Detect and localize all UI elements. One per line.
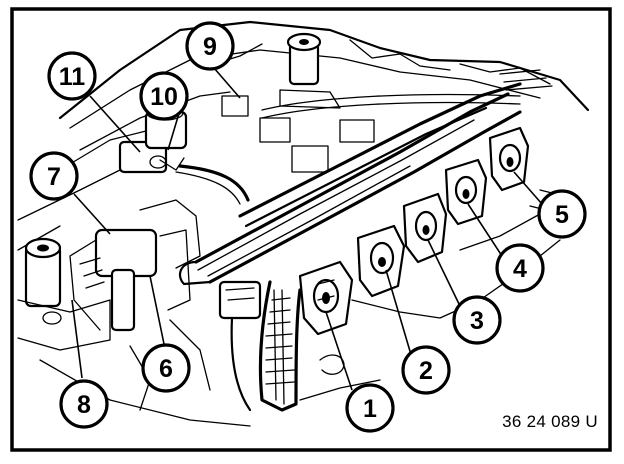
connector-3-drawing [402,192,448,264]
left-solenoid-group [69,199,201,332]
valve-body-drawing [17,20,590,427]
callout-1-label: 1 [363,395,377,423]
bolt-left [17,237,111,351]
connector-5-drawing [488,126,530,192]
callout-1: 1 [345,383,395,433]
callout-11-label: 11 [59,63,86,91]
callout-7-label: 7 [47,163,61,191]
callout-9-label: 9 [203,33,217,61]
callout-6-label: 6 [159,355,173,383]
figure-frame [10,7,612,452]
connector-4-drawing [444,158,488,226]
callout-4-label: 4 [513,255,527,283]
callout-11: 11 [47,51,97,101]
leader-lines [71,67,543,391]
callout-8: 8 [59,379,109,429]
callout-10-label: 10 [150,83,178,111]
callout-2-label: 2 [419,357,433,385]
figure-reference-code: 36 24 089 U [502,412,598,431]
callout-7: 7 [29,151,79,201]
cable-bundle [230,280,302,412]
connector-1-drawing [298,260,354,336]
callout-10: 10 [139,71,189,121]
callout-3-label: 3 [470,307,484,335]
callout-4: 4 [495,243,545,293]
callout-5: 5 [537,189,587,239]
callout-8-label: 8 [77,391,91,419]
callout-6: 6 [141,343,191,393]
bolt-top [279,32,341,109]
callout-3: 3 [452,295,502,345]
connector-2-drawing [356,224,406,298]
callout-9: 9 [185,21,235,71]
callout-5-label: 5 [555,201,569,229]
callout-2: 2 [401,345,451,395]
harness-rail [178,82,522,320]
